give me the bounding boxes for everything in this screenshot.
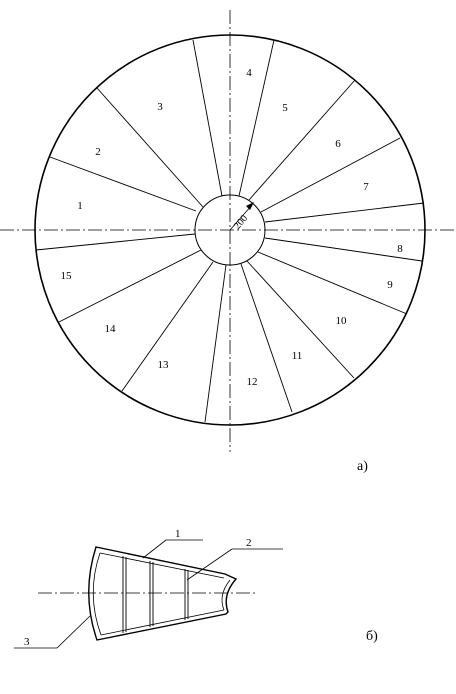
sector-divider-4	[238, 39, 275, 197]
sector-label-10: 10	[336, 315, 348, 327]
sector-divider-9	[257, 251, 408, 315]
callout-2-leader	[186, 548, 233, 581]
segment-bottom-inner-edge	[100, 609, 225, 636]
sector-label-5: 5	[282, 102, 288, 114]
sector-label-1: 1	[77, 200, 83, 212]
callout-2-label: 2	[246, 537, 252, 549]
radius-dimension-line	[229, 204, 253, 231]
sector-divider-7	[264, 202, 425, 223]
sector-label-7: 7	[363, 181, 369, 193]
sector-label-13: 13	[158, 359, 170, 371]
figure-b-caption: б)	[366, 629, 378, 644]
sector-label-4: 4	[246, 67, 252, 79]
sector-label-8: 8	[397, 243, 403, 255]
sector-label-6: 6	[335, 138, 341, 150]
sector-divider-3	[192, 39, 223, 197]
sector-divider-15	[35, 233, 196, 251]
sector-label-2: 2	[95, 146, 101, 158]
sector-label-3: 3	[157, 101, 163, 113]
sector-divider-13	[121, 261, 214, 392]
segment-top-inner-edge	[99, 552, 225, 579]
sector-divider-6	[260, 137, 401, 213]
callout-3-leader	[56, 615, 91, 649]
sector-label-14: 14	[105, 323, 117, 335]
segment-inner-arc	[221, 579, 231, 611]
sector-divider-10	[246, 260, 355, 379]
sector-label-15: 15	[61, 270, 73, 282]
sector-divider-12	[204, 264, 227, 423]
figure-b: 1 2 3 б)	[14, 528, 378, 649]
segment-outline	[88, 546, 238, 641]
figure-a-caption: а)	[357, 459, 368, 474]
radius-arrowhead	[246, 202, 254, 210]
callout-3-label: 3	[24, 636, 30, 648]
sector-label-9: 9	[387, 279, 393, 291]
sector-divider-2	[96, 87, 204, 208]
segment-outer-inner-arc	[92, 552, 102, 636]
callout-1-leader	[142, 539, 167, 559]
sector-divider-14	[58, 249, 202, 323]
sector-dividers	[35, 39, 425, 423]
sector-divider-5	[248, 79, 356, 201]
sector-label-11: 11	[292, 350, 303, 362]
callout-1-label: 1	[175, 528, 181, 540]
sector-divider-8	[264, 237, 423, 262]
sector-divider-11	[240, 263, 293, 413]
sector-label-12: 12	[247, 376, 258, 388]
sector-divider-1	[49, 156, 197, 212]
